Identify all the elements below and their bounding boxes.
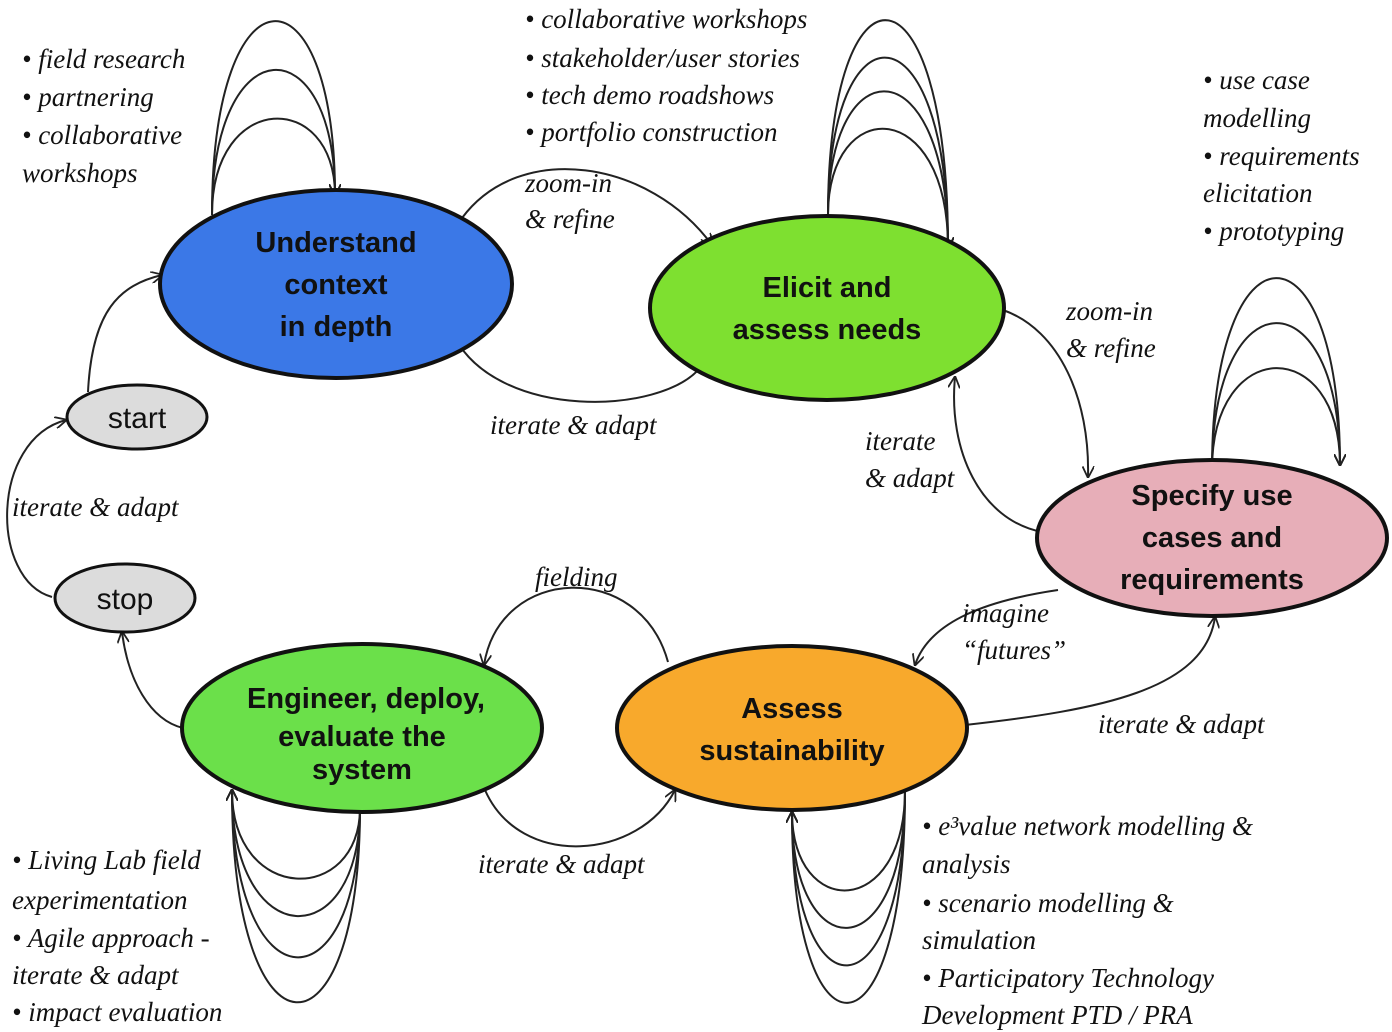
- label-iterate-adapt-1: iterate & adapt: [490, 410, 658, 440]
- node-start[interactable]: start: [65, 383, 209, 451]
- activity-list-specify: • use case modelling • requirements elic…: [1203, 65, 1360, 246]
- node-specify-ellipse: [1035, 458, 1389, 618]
- node-stop-label: stop: [97, 583, 154, 616]
- activity-list-engineer: • Living Lab field experimentation • Agi…: [12, 845, 222, 1027]
- activity-engineer-5: • impact evaluation: [12, 997, 222, 1027]
- node-engineer-line-1: Engineer, deploy,: [247, 683, 485, 715]
- node-specify-line-1: Specify use: [1131, 480, 1292, 512]
- node-elicit-ellipse: [648, 214, 1006, 402]
- activity-list-elicit: • collaborative workshops • stakeholder/…: [525, 4, 807, 147]
- node-understand-line-3: in depth: [280, 311, 393, 343]
- self-loops-engineer: [232, 790, 361, 1004]
- node-engineer-line-3: system: [312, 754, 412, 786]
- activity-list-understand: • field research • partnering • collabor…: [22, 44, 185, 188]
- node-elicit-line-2: assess needs: [733, 314, 922, 346]
- label-iterate-adapt-3: iterate & adapt: [1098, 709, 1266, 739]
- node-specify-use-cases[interactable]: Specify use cases and requirements: [1035, 458, 1389, 618]
- node-assess-sustainability[interactable]: Assess sustainability: [615, 644, 969, 812]
- node-assess-ellipse: [615, 644, 969, 812]
- node-understand-context[interactable]: Understand context in depth: [158, 188, 514, 380]
- self-loops-assess: [792, 789, 906, 1004]
- activity-specify-5: • prototyping: [1203, 216, 1344, 246]
- node-stop-ellipse: [53, 562, 197, 634]
- activity-assess-4: simulation: [922, 925, 1036, 955]
- node-engineer-deploy-evaluate[interactable]: Engineer, deploy, evaluate the system: [180, 642, 544, 814]
- edge-labels: zoom-in & refine iterate & adapt zoom-in…: [12, 168, 1266, 879]
- node-engineer-line-2: evaluate the: [278, 721, 446, 753]
- activity-assess-6: Development PTD / PRA: [921, 1000, 1193, 1030]
- activity-assess-3: • scenario modelling &: [922, 888, 1174, 918]
- node-assess-line-2: sustainability: [699, 735, 884, 767]
- label-iterate-adapt-2-line-1: iterate: [865, 426, 935, 456]
- label-zoom-refine-2-line-2: & refine: [1066, 333, 1156, 363]
- self-loops-understand: [211, 20, 335, 216]
- label-zoom-refine-2-line-1: zoom-in: [1065, 296, 1153, 326]
- label-iterate-adapt-2-line-2: & adapt: [865, 463, 956, 493]
- activity-specify-3: • requirements: [1203, 141, 1360, 171]
- node-understand-ellipse: [158, 188, 514, 380]
- label-imagine-futures-line-1: imagine: [962, 598, 1049, 628]
- activity-specify-1: • use case: [1203, 65, 1310, 95]
- transition-edges: [6, 168, 1215, 848]
- activity-engineer-1: • Living Lab field: [12, 845, 201, 875]
- node-understand-line-2: context: [284, 269, 387, 301]
- node-elicit-needs[interactable]: Elicit and assess needs: [648, 214, 1006, 402]
- activity-understand-4: workshops: [22, 158, 138, 188]
- activity-understand-1: • field research: [22, 44, 185, 74]
- activity-elicit-2: • stakeholder/user stories: [525, 43, 800, 73]
- activity-specify-2: modelling: [1203, 103, 1311, 133]
- activity-engineer-3: • Agile approach -: [12, 923, 210, 953]
- activity-understand-2: • partnering: [22, 82, 154, 112]
- label-zoom-refine-1-line-2: & refine: [525, 204, 615, 234]
- label-imagine-futures-line-2: “futures”: [962, 635, 1066, 665]
- node-stop[interactable]: stop: [53, 562, 197, 634]
- label-iterate-adapt-5: iterate & adapt: [12, 492, 180, 522]
- self-loops-specify: [1211, 277, 1340, 471]
- activity-understand-3: • collaborative: [22, 120, 182, 150]
- node-assess-line-1: Assess: [741, 693, 843, 725]
- activity-elicit-3: • tech demo roadshows: [525, 80, 774, 110]
- node-specify-line-2: cases and: [1142, 522, 1282, 554]
- activity-engineer-4: iterate & adapt: [12, 960, 180, 990]
- node-understand-line-1: Understand: [255, 227, 416, 259]
- label-fielding: fielding: [535, 562, 618, 592]
- activity-elicit-1: • collaborative workshops: [525, 4, 807, 34]
- node-start-ellipse: [65, 383, 209, 451]
- activity-list-assess: • e³value network modelling & analysis •…: [921, 811, 1253, 1030]
- activity-assess-1: • e³value network modelling &: [922, 811, 1253, 841]
- node-elicit-line-1: Elicit and: [763, 272, 892, 304]
- label-iterate-adapt-4: iterate & adapt: [478, 849, 646, 879]
- activity-assess-2: analysis: [922, 849, 1011, 879]
- activity-engineer-2: experimentation: [12, 885, 187, 915]
- label-zoom-refine-1-line-1: zoom-in: [524, 168, 612, 198]
- node-engineer-ellipse: [180, 642, 544, 814]
- node-start-label: start: [108, 402, 167, 435]
- node-specify-line-3: requirements: [1120, 564, 1304, 596]
- activity-elicit-4: • portfolio construction: [525, 117, 777, 147]
- activity-assess-5: • Participatory Technology: [922, 963, 1214, 993]
- activity-specify-4: elicitation: [1203, 178, 1312, 208]
- self-loops-elicit: [827, 19, 948, 248]
